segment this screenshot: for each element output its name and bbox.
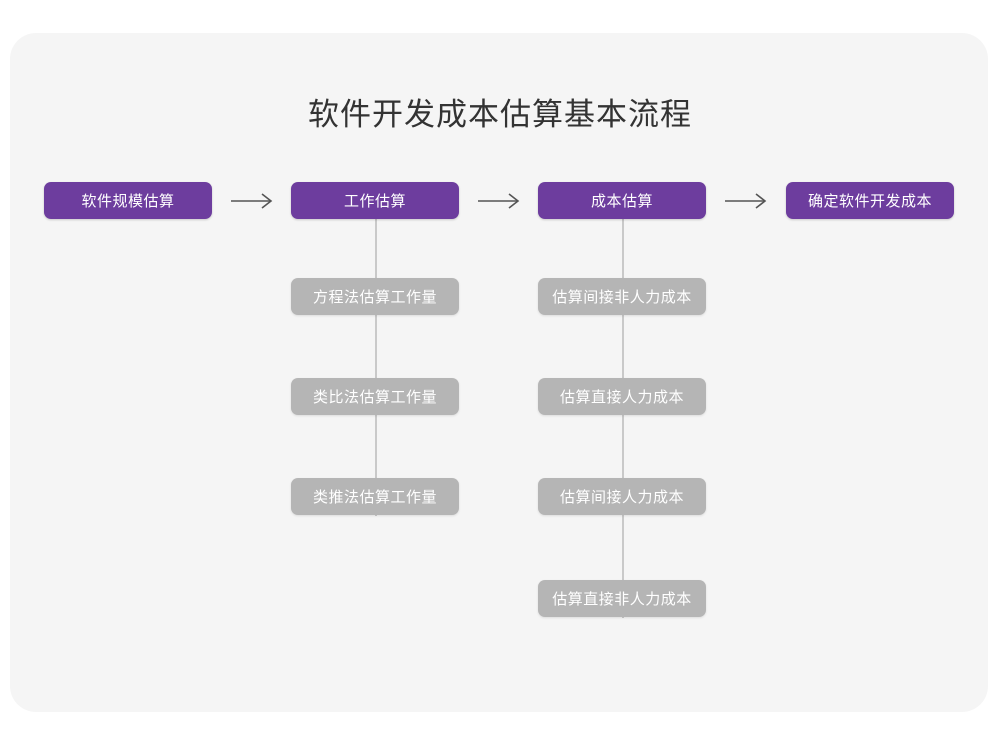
arrow-stage-3-to-stage-4 bbox=[724, 190, 770, 212]
connector-line-stage-3 bbox=[622, 218, 624, 618]
arrow-stage-1-to-stage-2 bbox=[230, 190, 276, 212]
stage-node-effort-estimation[interactable]: 工作估算 bbox=[291, 182, 459, 219]
substep-node-equation-method-effort[interactable]: 方程法估算工作量 bbox=[291, 278, 459, 315]
diagram-card bbox=[10, 33, 988, 712]
substep-node-inference-method-effort[interactable]: 类推法估算工作量 bbox=[291, 478, 459, 515]
substep-node-direct-nonlabor-cost[interactable]: 估算直接非人力成本 bbox=[538, 580, 706, 617]
arrow-stage-2-to-stage-3 bbox=[477, 190, 523, 212]
substep-node-indirect-nonlabor-cost[interactable]: 估算间接非人力成本 bbox=[538, 278, 706, 315]
substep-node-direct-labor-cost[interactable]: 估算直接人力成本 bbox=[538, 378, 706, 415]
substep-node-analogy-method-effort[interactable]: 类比法估算工作量 bbox=[291, 378, 459, 415]
stage-node-software-scale-estimation[interactable]: 软件规模估算 bbox=[44, 182, 212, 219]
stage-node-determine-development-cost[interactable]: 确定软件开发成本 bbox=[786, 182, 954, 219]
stage-node-cost-estimation[interactable]: 成本估算 bbox=[538, 182, 706, 219]
substep-node-indirect-labor-cost[interactable]: 估算间接人力成本 bbox=[538, 478, 706, 515]
connector-line-stage-2 bbox=[375, 218, 377, 516]
page-title: 软件开发成本估算基本流程 bbox=[308, 97, 692, 132]
